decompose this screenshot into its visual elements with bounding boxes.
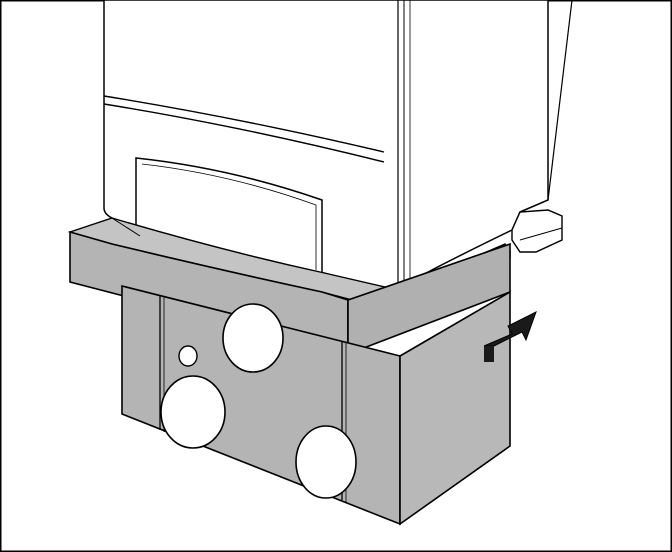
installation-base bbox=[121, 284, 511, 526]
side-top-edge bbox=[547, 0, 573, 201]
appliance-housing bbox=[103, 0, 573, 291]
frame-corner-line bbox=[111, 217, 141, 237]
front-panel-edge bbox=[103, 95, 385, 153]
push-direction-arrow bbox=[483, 310, 537, 362]
cutout-small bbox=[178, 345, 198, 367]
arrow-shape bbox=[483, 310, 537, 347]
cutout-top bbox=[222, 303, 284, 373]
cutout-right-lower bbox=[295, 425, 357, 499]
base-right-face bbox=[399, 290, 511, 526]
rear-bracket-line bbox=[519, 227, 563, 241]
arrow-tail bbox=[484, 346, 494, 362]
front-panel-edge-inner bbox=[103, 103, 385, 163]
lower-cover-inner bbox=[141, 163, 317, 270]
cutout-left-lower bbox=[160, 375, 226, 449]
rear-bracket bbox=[511, 209, 563, 253]
